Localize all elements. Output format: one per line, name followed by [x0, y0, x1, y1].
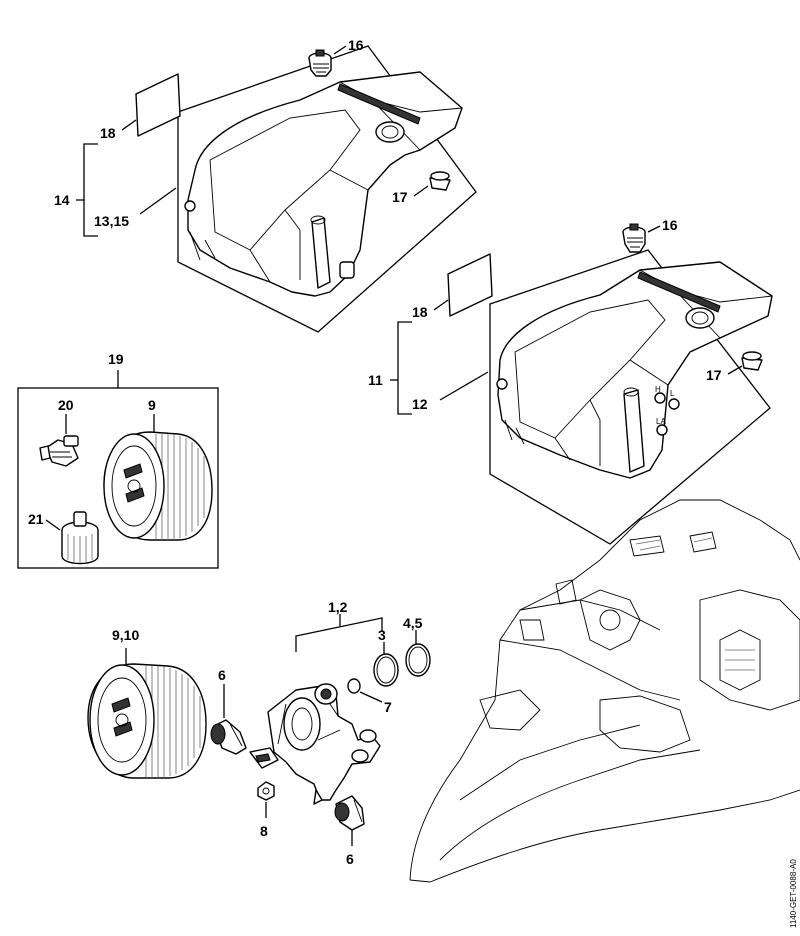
callout-13-15: 13,15 [94, 213, 129, 229]
grommet-6-right [334, 795, 365, 831]
shroud-upper-post-top [310, 215, 326, 225]
callout-1-2: 1,2 [328, 599, 348, 615]
shroud-lower-post-top [623, 387, 639, 397]
callout-3: 3 [378, 627, 386, 643]
filler-cap-16-middle [622, 223, 646, 253]
top-cover-frame [177, 45, 477, 333]
shroud-upper-seal-strip [337, 83, 421, 125]
leader-12 [439, 371, 489, 401]
shroud-upper-post [311, 217, 331, 289]
bracket-1-2 [295, 617, 383, 652]
label-sticker-18-top [135, 73, 181, 137]
cover-label-l: L [670, 389, 675, 398]
saw-fittings [629, 531, 717, 557]
leader-17-top [413, 185, 429, 197]
saw-front-bracket [479, 689, 541, 731]
leader-21 [45, 519, 61, 531]
callout-6-right: 6 [346, 851, 354, 867]
nut-8 [257, 781, 275, 801]
air-filter-9 [103, 431, 213, 541]
shroud-lower-lower-edge [504, 419, 525, 445]
callout-12: 12 [412, 396, 428, 412]
label-sticker-18-middle [447, 253, 493, 317]
ring-7 [347, 678, 361, 694]
callout-11: 11 [368, 372, 383, 388]
shroud-lower-screw [496, 378, 508, 390]
o-ring-3 [373, 653, 399, 687]
adjust-screw-h [654, 392, 666, 404]
carburetor [579, 589, 641, 651]
carburetor-bore [599, 609, 621, 631]
leader-1315 [139, 187, 177, 215]
tank-ribs [725, 649, 755, 671]
saw-fitting-threads [635, 537, 713, 551]
callout-19: 19 [108, 351, 124, 367]
callout-16-middle: 16 [662, 217, 678, 233]
shroud-upper-latch [339, 261, 355, 279]
bracket-14 [83, 143, 98, 237]
plug-17-top [429, 171, 451, 191]
adjust-screw-la [656, 424, 668, 436]
shroud-upper-screw [184, 200, 196, 212]
tank-area [699, 589, 800, 711]
callout-16-top: 16 [348, 37, 364, 53]
saw-housing-contours [439, 724, 701, 861]
leader-17-middle [727, 365, 743, 375]
o-ring-4-5 [405, 643, 431, 677]
leader-7 [359, 691, 383, 703]
filter-base-carrier [249, 683, 381, 805]
shroud-upper-lower-edge [189, 231, 216, 261]
adjust-screw-l [668, 398, 680, 410]
shroud-lower-seal-strip [637, 271, 721, 313]
fuel-pickup-20 [39, 435, 79, 467]
callout-8: 8 [260, 823, 268, 839]
top-cover-group [177, 45, 477, 333]
middle-cover-group: H L LA [489, 249, 773, 545]
cover-label-la: LA [656, 417, 666, 426]
saw-housing-ribs [499, 599, 681, 701]
drawing-code: 1140-GET-0088-A0 [789, 859, 798, 928]
shroud-lower-filler-hole [685, 307, 715, 329]
plug-17-middle [741, 351, 763, 371]
callout-17-top: 17 [392, 189, 408, 205]
middle-cover-frame [489, 249, 771, 545]
callout-20: 20 [58, 397, 74, 413]
shroud-upper-side [249, 169, 369, 283]
shroud-upper-filler-hole [375, 121, 405, 143]
grommet-6-left [210, 719, 247, 755]
saw-housing-outline [409, 499, 800, 881]
tank-detail [719, 629, 761, 691]
callout-4-5: 4,5 [403, 615, 423, 631]
callout-9: 9 [148, 397, 156, 413]
leader-18-middle [433, 299, 449, 311]
saw-housing-lower [409, 789, 800, 883]
chainsaw-body [409, 499, 800, 883]
callout-21: 21 [28, 511, 44, 527]
air-filter-9-10 [87, 663, 207, 779]
fuel-filter-21 [61, 511, 99, 565]
callout-9-10: 9,10 [112, 627, 139, 643]
callout-7: 7 [384, 699, 392, 715]
callout-14: 14 [54, 192, 70, 208]
callout-18-middle: 18 [412, 304, 428, 320]
shroud-lower-side [554, 359, 669, 466]
saw-small-parts [519, 579, 577, 641]
callout-18-top: 18 [100, 125, 116, 141]
shroud-lower-post [623, 389, 645, 473]
leader-16-middle [647, 225, 661, 233]
callout-6-left: 6 [218, 667, 226, 683]
leader-16-top [333, 45, 347, 55]
bracket-11 [397, 321, 412, 415]
callout-17-middle: 17 [706, 367, 722, 383]
leader-18-top [121, 119, 137, 131]
shroud-upper-filler-hole-inner [381, 125, 399, 139]
saw-handle-mount [599, 695, 691, 753]
filler-cap-16-top [308, 49, 332, 77]
cover-label-h: H [655, 385, 661, 394]
shroud-lower-filler-hole-inner [691, 311, 709, 325]
